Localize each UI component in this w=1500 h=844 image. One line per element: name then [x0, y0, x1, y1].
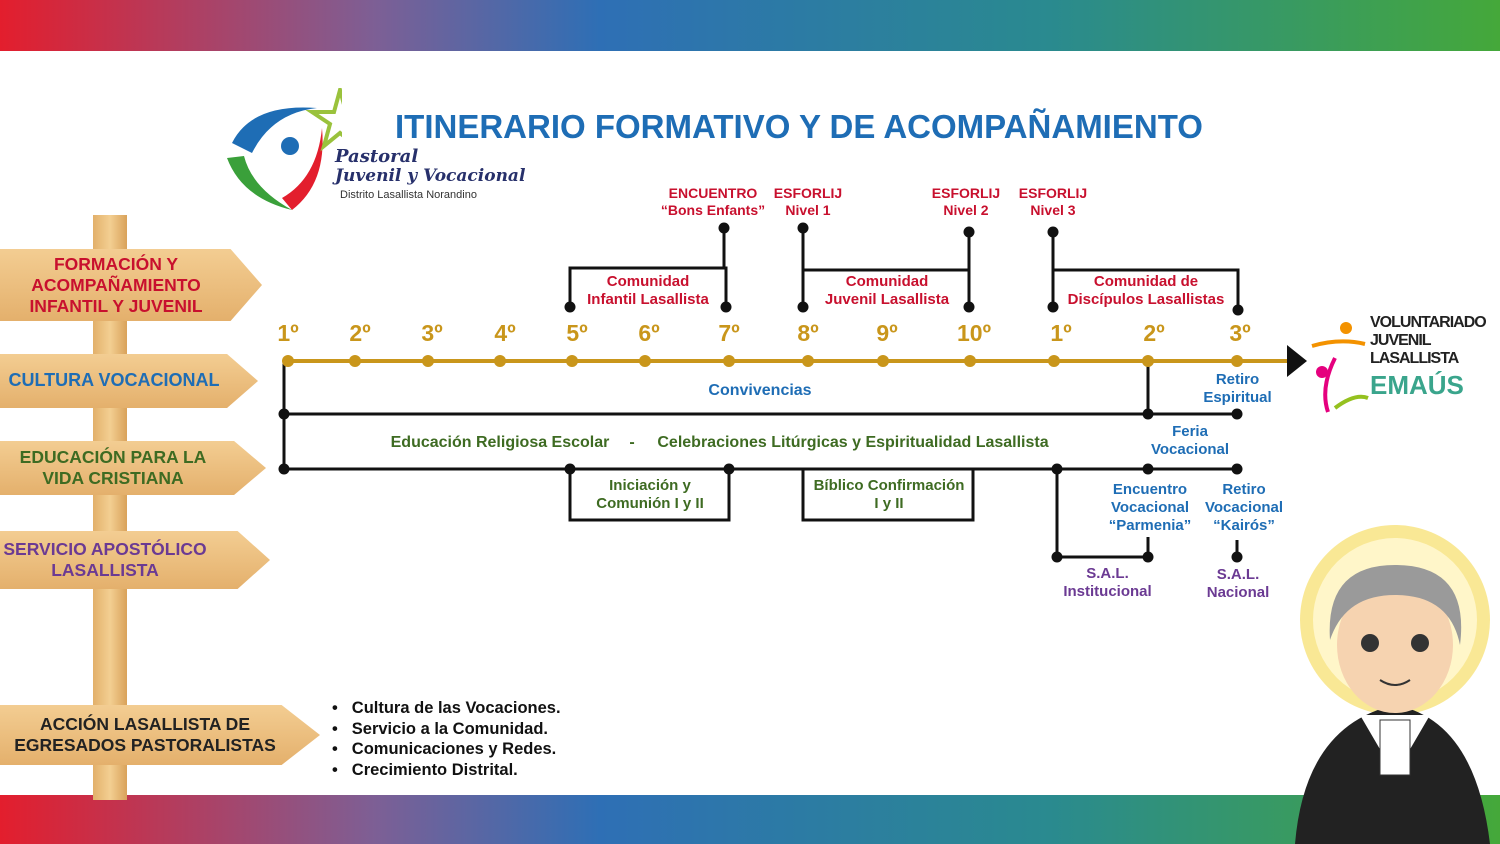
page-title: ITINERARIO FORMATIVO Y DE ACOMPAÑAMIENTO: [395, 108, 1203, 145]
grade-label: 3º: [1229, 320, 1251, 346]
sign-educacion: EDUCACIÓN PARA LA VIDA CRISTIANA: [0, 441, 266, 495]
convivencias: Convivencias: [708, 382, 812, 399]
logo-text-distrito: Distrito Lasallista Norandino: [340, 189, 477, 201]
grade-label: 8º: [797, 320, 819, 346]
emaus-text-4: EMAÚS: [1370, 370, 1464, 400]
feria-vocacional: Feria Vocacional: [1150, 423, 1230, 458]
grade-label: 10º: [957, 320, 991, 346]
emaus-text-2: JUVENIL: [1370, 332, 1432, 349]
bullet-item: Comunicaciones y Redes.: [332, 739, 561, 760]
sign-cultura-vocacional: CULTURA VOCACIONAL: [0, 354, 258, 408]
grade-label: 9º: [876, 320, 898, 346]
sal-institucional: S.A.L. Institucional: [1063, 565, 1152, 600]
grade-label: 5º: [566, 320, 588, 346]
bullet-item: Cultura de las Vocaciones.: [332, 698, 561, 719]
saint-character-illustration: [1295, 525, 1490, 844]
accion-bullet-list: Cultura de las Vocaciones. Servicio a la…: [332, 698, 561, 780]
sign-servicio: SERVICIO APOSTÓLICO LASALLISTA: [0, 531, 270, 589]
grade-label: 7º: [718, 320, 740, 346]
pastoral-logo: Pastoral Juvenil y Vocacional Distrito L…: [222, 82, 525, 216]
event-esforlij-2: ESFORLIJ Nivel 2: [931, 185, 1001, 218]
retiro-kairos: Retiro Vocacional “Kairós”: [1204, 481, 1284, 534]
community-infantil: Comunidad Infantil Lasallista: [587, 273, 709, 308]
emaus-logo: VOLUNTARIADO JUVENIL LASALLISTA EMAÚS: [1310, 308, 1490, 418]
emaus-text-3: LASALLISTA: [1370, 350, 1459, 367]
sign-accion: ACCIÓN LASALLISTA DE EGRESADOS PASTORALI…: [0, 705, 320, 765]
community-discipulos: Comunidad de Discípulos Lasallistas: [1067, 273, 1225, 308]
event-esforlij-3: ESFORLIJ Nivel 3: [1018, 185, 1088, 218]
top-color-band: [0, 0, 1500, 51]
grade-label: 1º: [277, 320, 299, 346]
logo-text-pastoral: Pastoral: [335, 146, 419, 167]
grade-label: 1º: [1050, 320, 1072, 346]
retiro-espiritual: Retiro Espiritual: [1203, 371, 1272, 406]
iniciacion-comunion: Iniciación y Comunión I y II: [596, 477, 704, 512]
grade-label: 6º: [638, 320, 660, 346]
timeline-arrow-icon: [1287, 345, 1307, 377]
community-juvenil: Comunidad Juvenil Lasallista: [824, 273, 950, 308]
biblico-confirmacion: Bíblico Confirmación I y II: [813, 477, 965, 512]
grade-label: 2º: [349, 320, 371, 346]
grade-label: 4º: [494, 320, 516, 346]
sal-nacional: S.A.L. Nacional: [1206, 566, 1270, 601]
educacion-religiosa: Educación Religiosa Escolar: [390, 434, 610, 451]
sign-formacion: FORMACIÓN Y ACOMPAÑAMIENTO INFANTIL Y JU…: [0, 249, 262, 321]
emaus-figure-icon: [1311, 322, 1369, 413]
event-esforlij-1: ESFORLIJ Nivel 1: [773, 185, 843, 218]
celebraciones: Celebraciones Litúrgicas y Espiritualida…: [657, 434, 1049, 451]
logo-text-juvenil: Juvenil y Vocacional: [335, 166, 526, 186]
bullet-item: Servicio a la Comunidad.: [332, 719, 561, 740]
separator: -: [629, 434, 635, 451]
emaus-text-1: VOLUNTARIADO: [1370, 314, 1487, 331]
event-bons-enfants: ENCUENTRO “Bons Enfants”: [660, 185, 766, 218]
bullet-item: Crecimiento Distrital.: [332, 760, 561, 781]
grade-label: 2º: [1143, 320, 1165, 346]
encuentro-parmenia: Encuentro Vocacional “Parmenia”: [1108, 481, 1192, 534]
bottom-color-band: [0, 795, 1500, 844]
grade-label: 3º: [421, 320, 443, 346]
